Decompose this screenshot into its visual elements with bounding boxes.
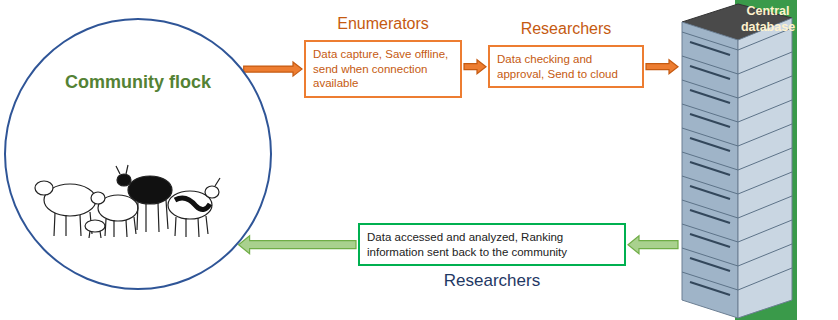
role-heading: Enumerators — [306, 14, 460, 34]
arrow-shape — [464, 60, 486, 74]
role-heading: Researchers — [490, 19, 642, 39]
process-box: ResearchersData checking and approval, S… — [488, 45, 644, 88]
database-server: Central database — [680, 0, 796, 320]
process-box: Data accessed and analyzed, Ranking info… — [358, 223, 626, 266]
flow-arrow — [244, 62, 302, 76]
arrow-shape — [244, 62, 302, 76]
process-box: EnumeratorsData capture, Save offline, s… — [304, 40, 462, 98]
box-text: Data capture, Save offline, send when co… — [313, 47, 453, 91]
flock-sketch — [35, 165, 220, 238]
arrow-shape — [628, 236, 678, 254]
green-band — [735, 0, 797, 320]
box-text: Data accessed and analyzed, Ranking info… — [367, 230, 617, 259]
box-text: Data checking and approval, Send to clou… — [497, 52, 635, 81]
flow-arrow — [628, 236, 678, 254]
flow-arrow — [646, 60, 678, 74]
arrow-shape — [239, 236, 356, 254]
server-rack — [682, 4, 792, 318]
circle-title: Community flock — [16, 72, 260, 93]
arrow-shape — [646, 60, 678, 74]
flow-arrow — [239, 236, 356, 254]
server-label: Central database — [740, 4, 796, 35]
role-heading: Researchers — [360, 270, 624, 292]
flow-arrow — [464, 60, 486, 74]
flock-circle: Community flock — [4, 18, 272, 290]
